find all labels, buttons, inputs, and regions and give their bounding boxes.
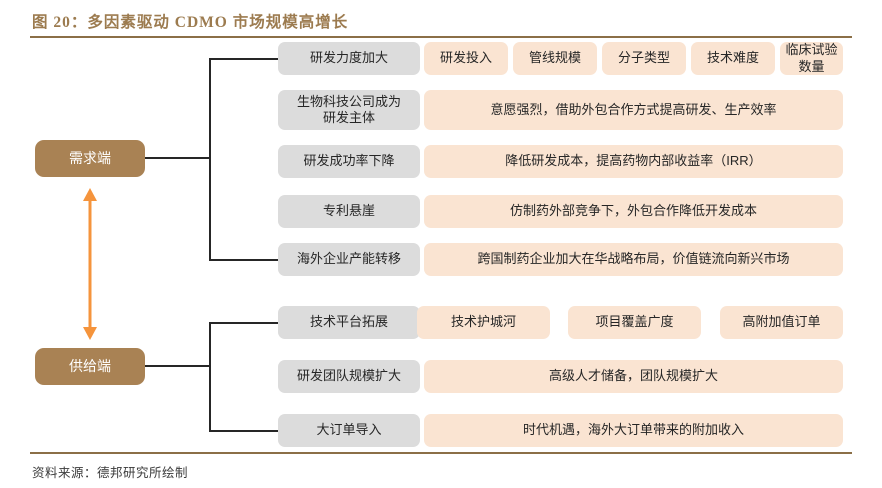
factor-box[interactable]: 技术难度 <box>691 42 775 75</box>
factor-box[interactable]: 管线规模 <box>513 42 597 75</box>
driver-box[interactable]: 研发成功率下降 <box>278 145 420 178</box>
demand-branch-line-5 <box>209 259 279 261</box>
detail-box[interactable]: 降低研发成本，提高药物内部收益率（IRR） <box>424 145 843 178</box>
demand-stem-line <box>145 157 211 159</box>
supply-branch-line-3 <box>209 430 279 432</box>
factor-box[interactable]: 研发投入 <box>424 42 508 75</box>
detail-box[interactable]: 高级人才储备，团队规模扩大 <box>424 360 843 393</box>
detail-box[interactable]: 时代机遇，海外大订单带来的附加收入 <box>424 414 843 447</box>
bottom-divider <box>30 452 852 454</box>
detail-box[interactable]: 跨国制药企业加大在华战略布局，价值链流向新兴市场 <box>424 243 843 276</box>
driver-box[interactable]: 大订单导入 <box>278 414 420 447</box>
supply-branch-line-1 <box>209 322 279 324</box>
driver-box[interactable]: 研发团队规模扩大 <box>278 360 420 393</box>
driver-box[interactable]: 海外企业产能转移 <box>278 243 420 276</box>
driver-box[interactable]: 研发力度加大 <box>278 42 420 75</box>
factor-box[interactable]: 技术护城河 <box>417 306 550 339</box>
demand-supply-double-arrow-icon <box>80 188 100 340</box>
detail-box[interactable]: 意愿强烈，借助外包合作方式提高研发、生产效率 <box>424 90 843 130</box>
source-note: 资料来源：德邦研究所绘制 <box>32 466 189 480</box>
driver-box[interactable]: 技术平台拓展 <box>278 306 420 339</box>
supply-stem-line <box>145 365 211 367</box>
demand-branch-line-1 <box>209 58 279 60</box>
driver-box[interactable]: 生物科技公司成为研发主体 <box>278 90 420 130</box>
branch-label-supply[interactable]: 供给端 <box>35 348 145 385</box>
factor-box[interactable]: 分子类型 <box>602 42 686 75</box>
figure-title: 图 20：多因素驱动 CDMO 市场规模高增长 <box>32 14 349 31</box>
branch-label-demand[interactable]: 需求端 <box>35 140 145 177</box>
top-divider <box>30 36 852 38</box>
factor-box[interactable]: 项目覆盖广度 <box>568 306 701 339</box>
supply-bracket-spine <box>209 322 211 432</box>
factor-box[interactable]: 高附加值订单 <box>720 306 843 339</box>
factor-box[interactable]: 临床试验数量 <box>780 42 843 75</box>
driver-box[interactable]: 专利悬崖 <box>278 195 420 228</box>
detail-box[interactable]: 仿制药外部竞争下，外包合作降低开发成本 <box>424 195 843 228</box>
demand-bracket-spine <box>209 58 211 261</box>
